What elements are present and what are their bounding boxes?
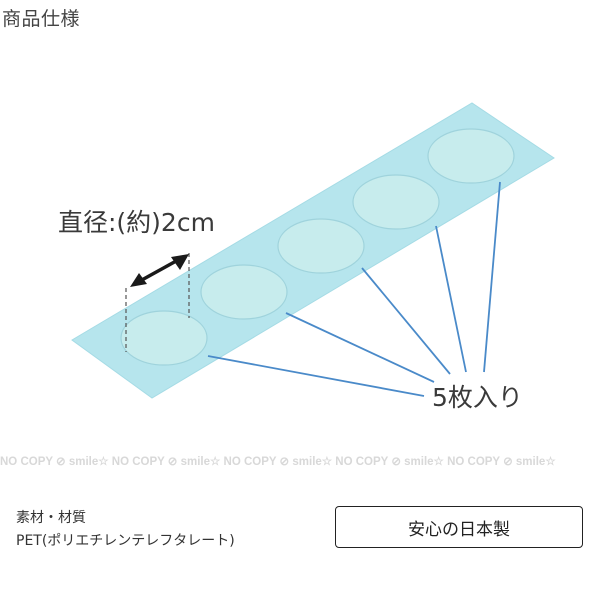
sticker-dot bbox=[427, 128, 515, 184]
sticker-dots bbox=[120, 128, 515, 366]
leader-line bbox=[361, 267, 451, 375]
diameter-label: 直径:(約)2cm bbox=[58, 208, 215, 237]
diameter-arrow bbox=[130, 254, 189, 287]
leader-line bbox=[207, 355, 425, 397]
material-heading: 素材・材質 bbox=[16, 510, 86, 526]
watermark: NO COPY ⊘ smile☆ NO COPY ⊘ smile☆ NO COP… bbox=[0, 456, 556, 468]
count-label: 5枚入り bbox=[432, 383, 523, 412]
material-value: PET(ポリエチレンテレフタレート) bbox=[16, 533, 235, 549]
sticker-dot bbox=[200, 264, 288, 320]
sticker-dot bbox=[352, 174, 440, 230]
sticker-dot bbox=[277, 218, 365, 274]
leader-line bbox=[483, 181, 501, 373]
leader-line bbox=[285, 312, 435, 383]
section-title: 商品仕様 bbox=[2, 8, 81, 30]
leader-line bbox=[435, 225, 467, 373]
made-in-japan-badge: 安心の日本製 bbox=[335, 506, 583, 548]
diameter-guides bbox=[125, 253, 190, 352]
sticker-dot bbox=[120, 310, 208, 366]
count-leader-lines bbox=[207, 181, 501, 397]
